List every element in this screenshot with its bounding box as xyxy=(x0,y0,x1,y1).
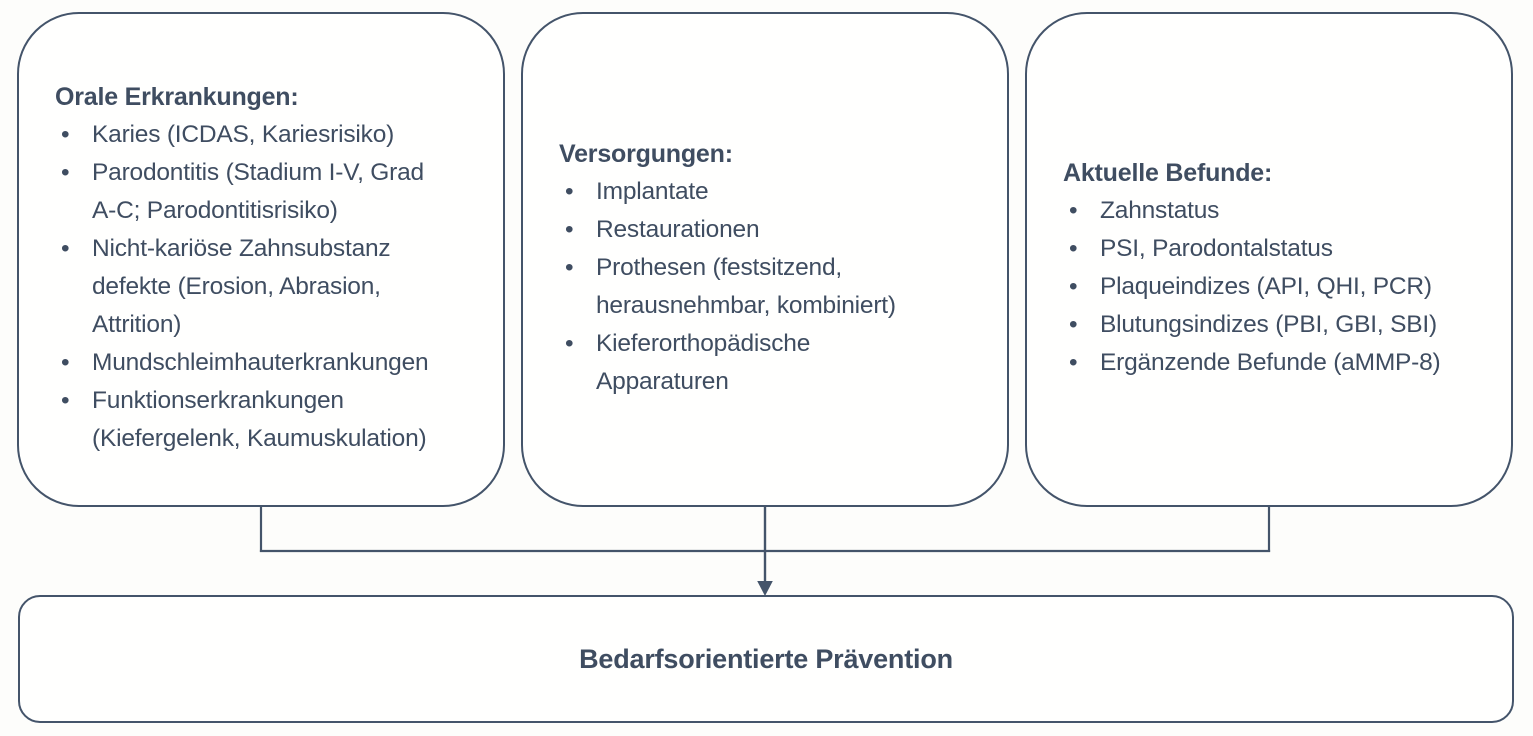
box-versorgungen: Versorgungen: Implantate Restaurationen … xyxy=(521,12,1009,507)
list-item: Kieferorthopädische Apparaturen xyxy=(559,325,983,401)
box-title: Aktuelle Befunde: xyxy=(1063,158,1273,187)
box-orale-erkrankungen: Orale Erkrankungen: Karies (ICDAS, Karie… xyxy=(17,12,505,507)
list-item: Blutungsindizes (PBI, GBI, SBI) xyxy=(1063,306,1487,344)
list-item: Ergänzende Befunde (aMMP-8) xyxy=(1063,344,1487,382)
list-item: Parodontitis (Stadium I-V, Grad A-C; Par… xyxy=(55,154,479,230)
list-item: Implantate xyxy=(559,173,983,211)
result-label: Bedarfsorientierte Prävention xyxy=(579,643,953,674)
box-title: Orale Erkrankungen: xyxy=(55,82,299,111)
list-item: Funktionserkrankungen (Kiefergelenk, Kau… xyxy=(55,382,479,458)
bullet-list: Implantate Restaurationen Prothesen (fes… xyxy=(559,173,983,401)
bullet-list: Karies (ICDAS, Kariesrisiko) Parodontiti… xyxy=(55,116,479,458)
list-item: Plaqueindizes (API, QHI, PCR) xyxy=(1063,268,1487,306)
list-item: Zahnstatus xyxy=(1063,192,1487,230)
list-item: Restaurationen xyxy=(559,211,983,249)
box-aktuelle-befunde: Aktuelle Befunde: Zahnstatus PSI, Parodo… xyxy=(1025,12,1513,507)
list-item: PSI, Parodontalstatus xyxy=(1063,230,1487,268)
bullet-list: Zahnstatus PSI, Parodontalstatus Plaquei… xyxy=(1063,192,1487,382)
box-title: Versorgungen: xyxy=(559,139,733,168)
list-item: Nicht-kariöse Zahnsubstanz defekte (Eros… xyxy=(55,230,479,344)
result-box: Bedarfsorientierte Prävention xyxy=(18,595,1514,723)
list-item: Mundschleimhauterkrankungen xyxy=(55,344,479,382)
list-item: Karies (ICDAS, Kariesrisiko) xyxy=(55,116,479,154)
list-item: Prothesen (festsitzend, herausnehmbar, k… xyxy=(559,249,983,325)
arrowhead-icon xyxy=(757,581,773,596)
